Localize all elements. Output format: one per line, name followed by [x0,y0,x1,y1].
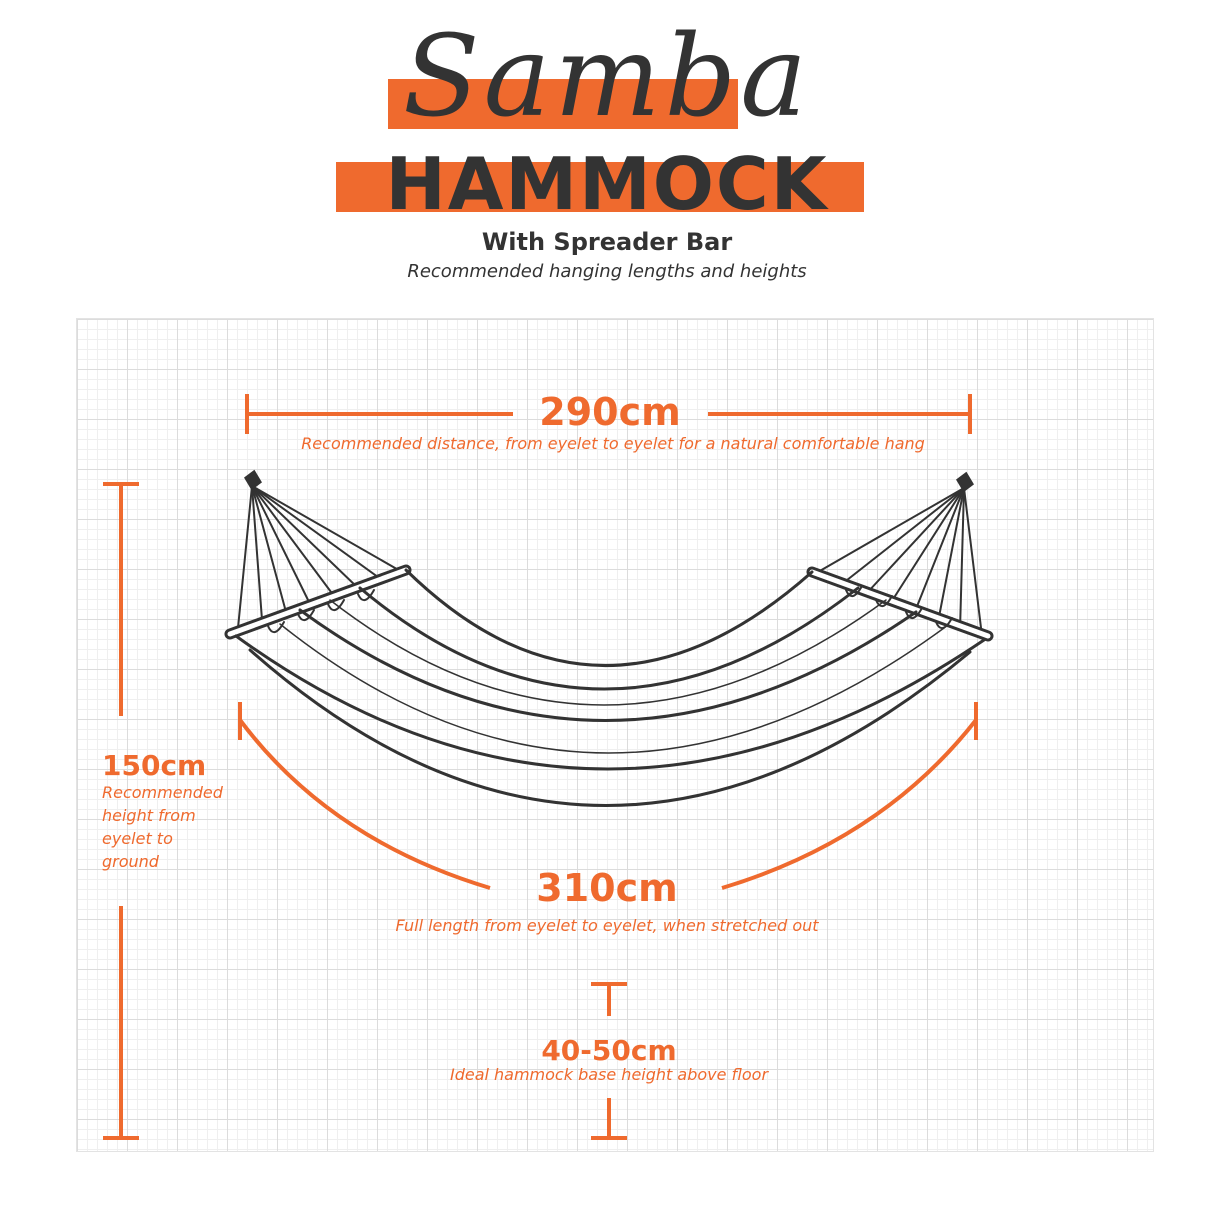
height-value: 150cm [102,749,207,782]
script-title: Samba [402,12,812,142]
title-highlight-bar-bottom [336,162,864,212]
length-value: 310cm [536,866,678,910]
grid-background [76,318,1154,1152]
tagline: Recommended hanging lengths and heights [407,261,807,282]
height-note-line: Recommended [102,783,223,802]
length-note: Full length from eyelet to eyelet, when … [395,916,819,935]
height-note-line: ground [102,852,159,871]
height-note-line: eyelet to [102,829,173,848]
length-dimension-arc [238,702,978,890]
hammock-illustration [224,469,994,807]
title-highlight-bar-top [388,79,738,129]
distance-dimension-line [245,394,972,434]
base-note: Ideal hammock base height above floor [449,1065,769,1084]
height-dimension-line [103,482,139,1140]
main-title: HAMMOCK [385,142,829,226]
height-note: Recommended height from eyelet to ground [102,781,223,873]
distance-note: Recommended distance, from eyelet to eye… [301,434,925,453]
height-note-line: height from [102,806,196,825]
subtitle: With Spreader Bar [481,228,733,256]
base-value: 40-50cm [541,1034,677,1067]
distance-value: 290cm [539,390,681,434]
base-dimension-line [591,982,627,1140]
